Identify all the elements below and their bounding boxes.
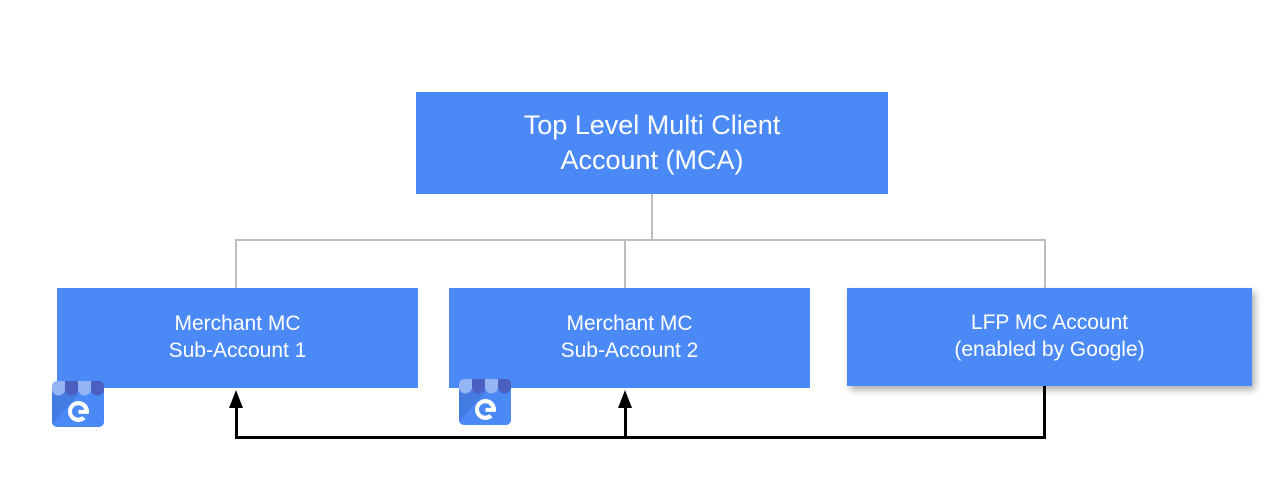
arrowhead-up-icon-sub2 — [618, 390, 632, 408]
node-merchant-sub-account-2-line1: Merchant MC — [566, 312, 693, 336]
node-merchant-sub-account-2-text: Merchant MC Sub-Account 2 — [449, 311, 810, 365]
flow-line-to-sub2 — [624, 400, 627, 437]
node-merchant-sub-account-1[interactable]: Merchant MC Sub-Account 1 — [57, 288, 418, 388]
flow-line-lfp-down — [1043, 386, 1046, 437]
node-top-level-mca-line2: Account (MCA) — [560, 145, 744, 175]
node-merchant-sub-account-2[interactable]: Merchant MC Sub-Account 2 — [449, 288, 810, 388]
node-merchant-sub-account-1-text: Merchant MC Sub-Account 1 — [57, 311, 418, 365]
arrowhead-up-icon-sub1 — [229, 390, 243, 408]
flow-line-to-sub1 — [235, 400, 238, 437]
connector-drop-sub1 — [235, 239, 237, 289]
connector-drop-lfp — [1044, 239, 1046, 289]
node-lfp-mc-account[interactable]: LFP MC Account (enabled by Google) — [847, 288, 1252, 386]
node-merchant-sub-account-1-line2: Sub-Account 1 — [168, 339, 307, 362]
flow-line-horizontal — [235, 436, 1046, 439]
connector-mca-stem — [651, 194, 653, 241]
google-business-profile-storefront-icon — [459, 379, 511, 425]
node-merchant-sub-account-2-line2: Sub-Account 2 — [560, 339, 699, 362]
node-lfp-mc-account-line2: (enabled by Google) — [954, 338, 1145, 361]
node-lfp-mc-account-text: LFP MC Account (enabled by Google) — [847, 310, 1252, 364]
node-top-level-mca-line1: Top Level Multi Client — [523, 110, 781, 141]
node-lfp-mc-account-line1: LFP MC Account — [970, 311, 1129, 335]
connector-drop-sub2 — [624, 239, 626, 289]
connector-horizontal-bar — [235, 239, 1046, 241]
node-merchant-sub-account-1-line1: Merchant MC — [174, 312, 301, 336]
google-business-profile-storefront-icon — [52, 381, 104, 427]
